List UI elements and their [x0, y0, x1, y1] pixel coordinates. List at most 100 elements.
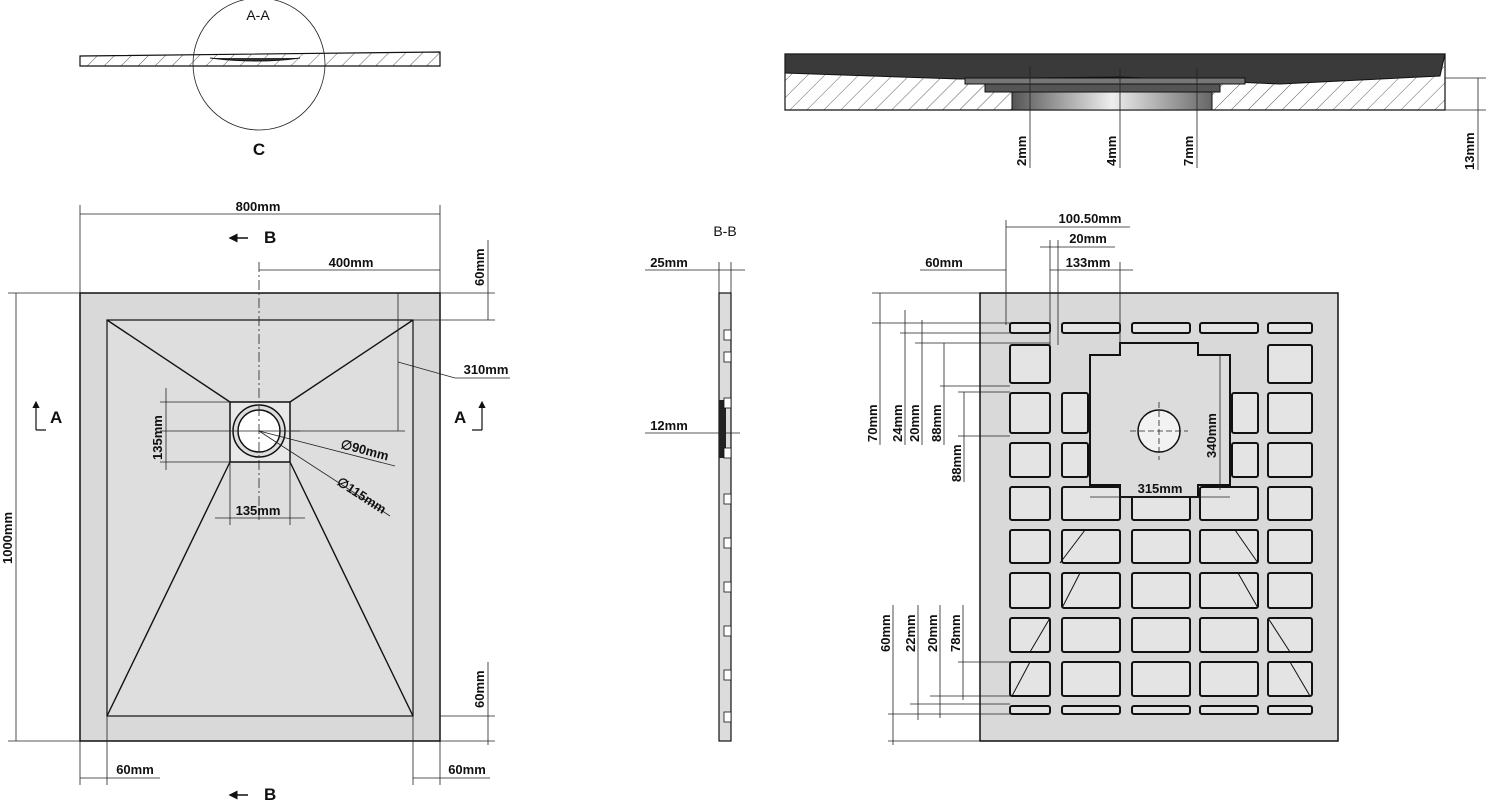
detail-c-label: C	[253, 140, 265, 159]
slope-hint	[1289, 661, 1311, 697]
detail-c-drain-body	[1011, 91, 1213, 111]
slope-hint	[1059, 529, 1086, 564]
rib-cell	[1061, 617, 1121, 653]
dim-60mm-bottom-view: 60mm	[878, 614, 893, 652]
section-aa-label: A-A	[246, 7, 270, 23]
rib-cell	[1009, 705, 1051, 715]
rib-cell	[1199, 661, 1259, 697]
dim-1000mm: 1000mm	[0, 512, 15, 564]
rib-cell	[1267, 572, 1313, 609]
dim-22mm: 22mm	[903, 614, 918, 652]
slope-hint	[1011, 661, 1031, 697]
slope-hint	[1237, 572, 1259, 609]
rib-cell	[1267, 661, 1313, 697]
rib-cell	[1199, 572, 1259, 609]
rib-cell	[1009, 529, 1051, 564]
leader-310mm	[397, 361, 456, 379]
rib-cell	[1267, 344, 1313, 384]
dim-4mm: 4mm	[1104, 136, 1119, 166]
detail-c-circle	[192, 0, 326, 131]
detail-c-view: 2mm 4mm 7mm 13mm	[784, 53, 1486, 170]
rib-cell	[1231, 392, 1259, 434]
dim-7mm: 7mm	[1181, 136, 1196, 166]
rib-grid	[1009, 322, 1313, 715]
slope-line	[289, 319, 414, 403]
dim-310mm: 310mm	[464, 362, 509, 377]
dim-60mm-top: 60mm	[472, 248, 487, 286]
rib-cell	[1131, 529, 1191, 564]
rib-cell	[1061, 661, 1121, 697]
rib-notch	[723, 581, 732, 593]
rib-cell	[1267, 617, 1313, 653]
detail-c-flange	[964, 77, 1246, 85]
rib-cell	[1231, 442, 1259, 478]
dim-60mm-bottom: 60mm	[472, 670, 487, 708]
section-a-left: A	[50, 408, 62, 427]
dim-133mm: 133mm	[1066, 255, 1111, 270]
rib-cell	[1267, 442, 1313, 478]
rib-cell	[1061, 529, 1121, 564]
rib-notch	[723, 329, 732, 341]
dim-60mm-bottom-view-top: 60mm	[925, 255, 963, 270]
rib-cell	[1061, 486, 1121, 521]
section-bb-label: B-B	[713, 223, 736, 239]
rib-cell	[1009, 392, 1051, 434]
rib-cell	[1131, 705, 1191, 715]
dim-800mm: 800mm	[236, 199, 281, 214]
slope-line	[106, 319, 231, 403]
dim-20mm-bottom: 20mm	[925, 614, 940, 652]
rib-cell	[1131, 572, 1191, 609]
slope-line	[106, 461, 231, 717]
slope-hint	[1029, 617, 1051, 653]
section-a-marker-left	[35, 418, 46, 431]
rib-cell	[1267, 529, 1313, 564]
dim-400mm: 400mm	[329, 255, 374, 270]
rib-notch	[723, 537, 732, 549]
rib-cell	[1009, 442, 1051, 478]
rib-cell	[1061, 572, 1121, 609]
dim-88mm-a: 88mm	[929, 404, 944, 442]
rib-notch	[723, 625, 732, 637]
dim-13mm: 13mm	[1462, 132, 1477, 170]
rib-notch	[723, 711, 732, 723]
section-a-marker-right	[472, 418, 483, 431]
rib-cell	[1009, 572, 1051, 609]
rib-cell	[1009, 617, 1051, 653]
section-b-bottom: B	[264, 785, 276, 800]
rib-cell	[1199, 705, 1259, 715]
dim-60mm-left: 60mm	[116, 762, 154, 777]
rib-cell	[1061, 442, 1089, 478]
rib-cell	[1199, 529, 1259, 564]
bottom-view: 340mm 315mm 100.50mm 20mm 133mm 60mm 70m…	[865, 211, 1339, 745]
section-aa-drain	[209, 57, 301, 62]
rib-cell	[1267, 392, 1313, 434]
dim-315mm: 315mm	[1138, 481, 1183, 496]
dim-340mm: 340mm	[1204, 413, 1219, 458]
section-bb-drain	[719, 400, 726, 458]
plan-view: 800mm 400mm 1000mm 60mm 310mm 135mm 135m…	[0, 199, 510, 800]
dim-78mm: 78mm	[948, 614, 963, 652]
dim-135mm-vertical: 135mm	[150, 415, 165, 460]
rib-cell	[1131, 661, 1191, 697]
section-bb-ribs	[723, 329, 732, 723]
dim-20mm-top: 20mm	[1069, 231, 1107, 246]
detail-c-ring	[984, 83, 1221, 93]
section-bb: B-B 25mm 12mm	[645, 223, 745, 742]
dim-60mm-right: 60mm	[448, 762, 486, 777]
rib-cell	[1267, 705, 1313, 715]
rib-cell	[1267, 322, 1313, 334]
leader-90mm	[258, 430, 396, 467]
section-b-top: B	[264, 228, 276, 247]
rib-notch	[723, 669, 732, 681]
dim-12mm: 12mm	[650, 418, 688, 433]
dim-135mm-horizontal: 135mm	[236, 503, 281, 518]
rib-cell	[1061, 705, 1121, 715]
rib-cell	[1199, 486, 1259, 521]
rib-notch	[723, 493, 732, 505]
slope-hint	[1061, 572, 1081, 609]
rib-cell	[1061, 322, 1121, 334]
rib-notch	[723, 397, 732, 409]
dim-20mm-left: 20mm	[907, 404, 922, 442]
section-aa: A-A C	[79, 0, 441, 159]
